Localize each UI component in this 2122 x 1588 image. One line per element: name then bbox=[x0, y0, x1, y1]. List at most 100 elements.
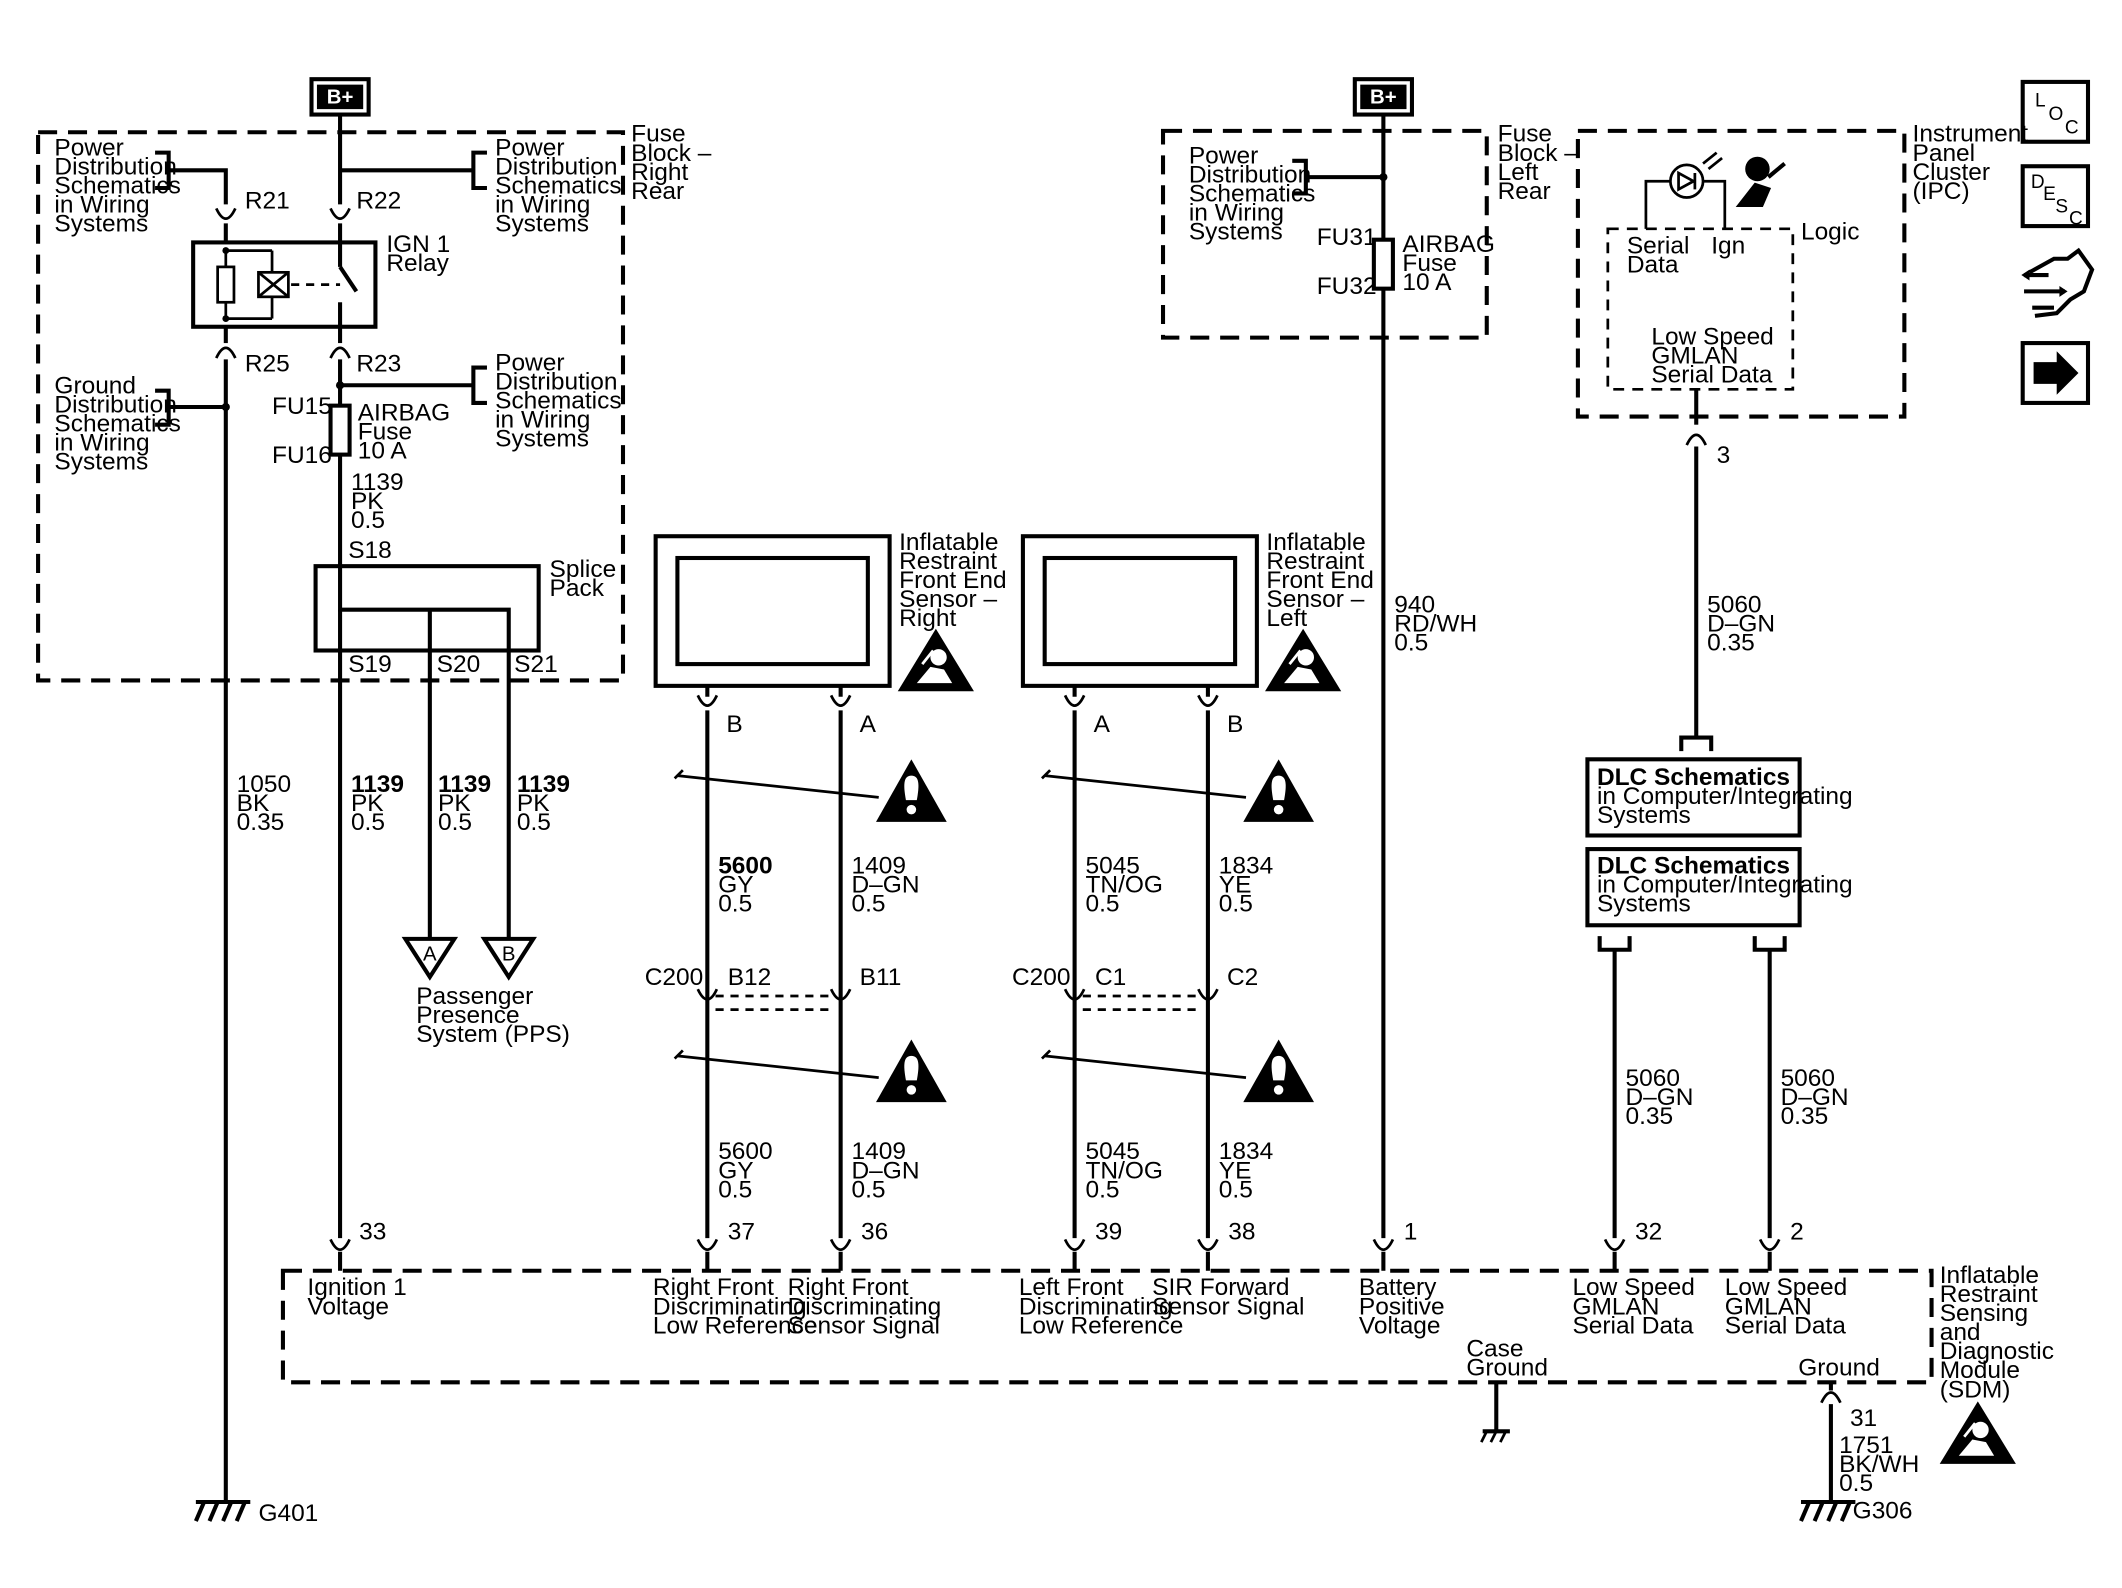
sensor-right-line: Right bbox=[899, 605, 956, 632]
dlc-line: DLC Schematics bbox=[1597, 764, 1790, 791]
power-dist-line: Distribution bbox=[54, 153, 176, 180]
wire-label-line: 0.5 bbox=[852, 1176, 886, 1203]
warning-icon bbox=[1243, 1039, 1315, 1103]
s20-label: S20 bbox=[437, 651, 481, 678]
wire-1139-top-label: 1139 PK 0.5 bbox=[351, 469, 404, 534]
desc-button[interactable]: D E S C bbox=[2020, 164, 2091, 230]
wire-5600-label-upper: 5600 GY 0.5 bbox=[718, 853, 772, 918]
fuse-name: Fuse bbox=[358, 419, 412, 446]
wire-label-line: 0.5 bbox=[718, 891, 752, 918]
power-distribution-ref-2: Power Distribution Schematics in Wiring … bbox=[340, 134, 622, 238]
loc-letter: L bbox=[2035, 90, 2046, 111]
pps-line: System (PPS) bbox=[416, 1021, 570, 1048]
sdm-circuit-line: Low Speed bbox=[1572, 1274, 1694, 1301]
g401-label: G401 bbox=[258, 1500, 318, 1527]
fuse-element bbox=[1371, 237, 1395, 291]
dlc-box-upper[interactable] bbox=[1585, 757, 1802, 838]
ipc-title-line: Cluster bbox=[1913, 159, 1991, 186]
power-dist-line: Distribution bbox=[1189, 162, 1311, 189]
pin-r25-label: R25 bbox=[245, 351, 290, 378]
ipc-gmlan-label: Low Speed bbox=[1651, 323, 1773, 350]
power-distribution-ref-3: Power Distribution Schematics in Wiring … bbox=[335, 349, 622, 452]
pin-36-label: 36 bbox=[861, 1218, 888, 1245]
fu32-label: FU32 bbox=[1317, 273, 1377, 300]
sdm-rf-low-label: Right Front Discriminating Low Reference bbox=[653, 1274, 818, 1339]
ground-dist-line: Systems bbox=[54, 449, 148, 476]
fuse-name: AIRBAG bbox=[1402, 231, 1494, 258]
fuse-element bbox=[328, 403, 352, 457]
wire-label-line: TN/OG bbox=[1085, 872, 1162, 899]
wire-label-line: D–GN bbox=[1626, 1084, 1694, 1111]
next-page-button[interactable] bbox=[2020, 341, 2091, 405]
pin-r23 bbox=[329, 346, 351, 360]
battery-positive-left: B+ bbox=[309, 77, 371, 117]
fuse-rating: 10 A bbox=[358, 438, 408, 465]
desc-letter: C bbox=[2069, 209, 2083, 230]
power-dist-line: Power bbox=[495, 134, 564, 161]
sdm-circuit-line: SIR Forward bbox=[1152, 1274, 1289, 1301]
twisted-pair-marker bbox=[1040, 1049, 1247, 1079]
connector-c200-left: C200 C1 C2 bbox=[1012, 964, 1258, 1011]
wire-label-line: 0.5 bbox=[351, 507, 385, 534]
sdm-battery-label: Battery Positive Voltage bbox=[1359, 1274, 1445, 1339]
c200-label: C200 bbox=[645, 964, 704, 991]
sensor-left-line: Inflatable bbox=[1266, 529, 1365, 556]
power-dist-line: Systems bbox=[54, 211, 148, 238]
fuse-rating: 10 A bbox=[1402, 269, 1452, 296]
pps-a-label: A bbox=[423, 944, 437, 966]
wire-label-line: 5600 bbox=[718, 853, 772, 880]
wire-label-line: 1751 bbox=[1839, 1432, 1893, 1459]
pin-r22 bbox=[329, 207, 351, 220]
sensor-left-line: Front End bbox=[1266, 567, 1373, 594]
sensor-right-line: Restraint bbox=[899, 548, 997, 575]
sdm-circuit-line: Right Front bbox=[788, 1274, 909, 1301]
ground-g306 bbox=[1801, 1502, 1855, 1521]
wire-label-line: 5060 bbox=[1781, 1065, 1835, 1092]
sdm-circuit-line: Voltage bbox=[307, 1293, 389, 1320]
sdm-circuit-line: GMLAN bbox=[1725, 1293, 1812, 1320]
dlc-reference-lower[interactable]: DLC Schematics in Computer/Integrating S… bbox=[1585, 847, 1853, 928]
pin-31-label: 31 bbox=[1850, 1405, 1877, 1432]
wire-label-line: 5045 bbox=[1085, 853, 1139, 880]
ipc-gmlan-label: Serial Data bbox=[1651, 362, 1772, 389]
sdm-pin-37 bbox=[696, 1238, 719, 1252]
relay-box bbox=[191, 240, 378, 329]
sensor-left-inner bbox=[1042, 555, 1238, 667]
pin-39-label: 39 bbox=[1095, 1218, 1122, 1245]
loc-letter: C bbox=[2065, 118, 2079, 139]
dlc-box-lower[interactable] bbox=[1585, 847, 1802, 928]
pps-connector-a: A bbox=[401, 936, 459, 981]
dlc-reference-upper[interactable]: DLC Schematics in Computer/Integrating S… bbox=[1585, 757, 1853, 838]
bplus-label: B+ bbox=[327, 87, 354, 109]
front-end-sensor-right: Inflatable Restraint Front End Sensor – … bbox=[653, 529, 1007, 693]
wire-1139-s19-label: 1139 PK 0.5 bbox=[351, 771, 404, 836]
s19-label: S19 bbox=[348, 651, 392, 678]
power-dist-line: in Wiring bbox=[495, 406, 590, 433]
ign1-relay: IGN 1 Relay bbox=[191, 223, 450, 329]
pin-37-label: 37 bbox=[728, 1218, 755, 1245]
fuse-block-rr-line: Fuse bbox=[631, 121, 685, 148]
wire-label-line: RD/WH bbox=[1394, 610, 1477, 637]
sdm-pin-31 bbox=[1820, 1391, 1842, 1405]
splice-pack: Splice Pack S19 S20 S21 bbox=[313, 556, 616, 678]
sdm-circuit-line: Discriminating bbox=[653, 1293, 807, 1320]
sdm-circuit-line: GMLAN bbox=[1572, 1293, 1659, 1320]
sdm-circuit-line: Low Speed bbox=[1725, 1274, 1847, 1301]
sdm-circuit-line: Battery bbox=[1359, 1274, 1437, 1301]
sensor-right-pin-a-label: A bbox=[860, 711, 877, 738]
power-dist-line: in Wiring bbox=[1189, 200, 1284, 227]
power-dist-line: Schematics bbox=[54, 172, 180, 199]
wire-1139-s20-label: 1139 PK 0.5 bbox=[438, 771, 491, 836]
pps-connector-b: B bbox=[480, 936, 537, 981]
fuse-name: Fuse bbox=[1402, 250, 1456, 277]
desc-letter: S bbox=[2055, 196, 2068, 217]
loc-button[interactable]: L O C bbox=[2020, 79, 2091, 144]
loc-letter: O bbox=[2049, 104, 2064, 125]
b11-label: B11 bbox=[860, 964, 902, 991]
twisted-pair-marker bbox=[1040, 769, 1247, 799]
sensor-left-pin-a bbox=[1063, 694, 1086, 707]
connector-view-icon[interactable] bbox=[2021, 247, 2095, 318]
front-end-sensor-left: Inflatable Restraint Front End Sensor – … bbox=[1020, 529, 1374, 693]
sdm-ign1-voltage-label: Ignition 1 Voltage bbox=[307, 1274, 406, 1320]
dlc-line: in Computer/Integrating bbox=[1597, 783, 1853, 810]
